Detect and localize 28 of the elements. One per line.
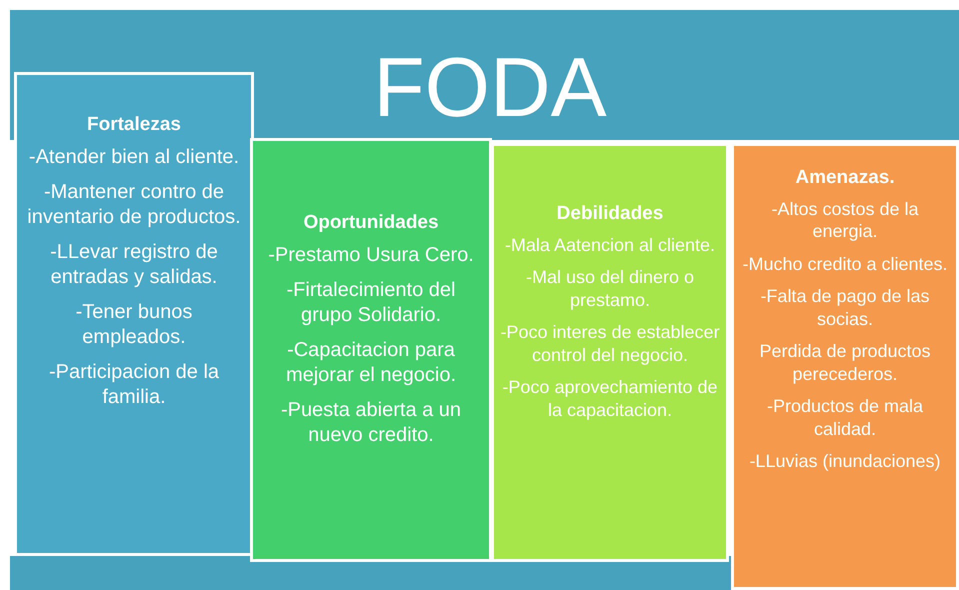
list-item: -LLuvias (inundaciones) (748, 450, 942, 473)
swot-column (731, 143, 959, 590)
column-heading: Oportunidades (302, 211, 440, 235)
list-item: -Poco aprovechamiento de la capacitacion. (501, 376, 719, 422)
swot-column (491, 143, 729, 562)
list-item: -Mala Aatencion al cliente. (504, 234, 716, 256)
list-item: -Firtalecimiento del grupo Solidario. (286, 278, 456, 328)
list-item: -Mal uso del dinero o prestamo. (524, 266, 696, 312)
list-item: -Capacitacion para mejorar el negocio. (284, 338, 458, 388)
list-item: Perdida de productos perecederos. (758, 340, 932, 386)
title-text: FODA (372, 45, 608, 129)
swot-column (14, 72, 254, 556)
swot-column (250, 138, 492, 562)
column-heading: Amenazas. (794, 166, 896, 190)
list-item: -Tener bunos empleados. (74, 300, 194, 350)
list-item: -Prestamo Usura Cero. (267, 242, 475, 268)
list-item: -Puesta abierta a un nuevo credito. (280, 398, 462, 448)
column-heading: Fortalezas (86, 113, 182, 137)
list-item: -Participacion de la familia. (48, 360, 220, 410)
column-heading: Debilidades (556, 202, 664, 226)
list-item: -Productos de mala calidad. (766, 395, 924, 440)
list-item: -Falta de pago de las socias. (759, 285, 931, 330)
list-item: -Mucho credito a clientes. (741, 252, 949, 276)
list-item: -Altos costos de la energia. (770, 198, 920, 243)
list-item: -Mantener contro de inventario de productos. (26, 180, 242, 230)
list-item: -LLevar registro de entradas y salidas. (49, 240, 219, 290)
list-item: -Poco interes de establecer control del negocio. (500, 321, 720, 366)
list-item: -Atender bien al cliente. (28, 144, 240, 170)
